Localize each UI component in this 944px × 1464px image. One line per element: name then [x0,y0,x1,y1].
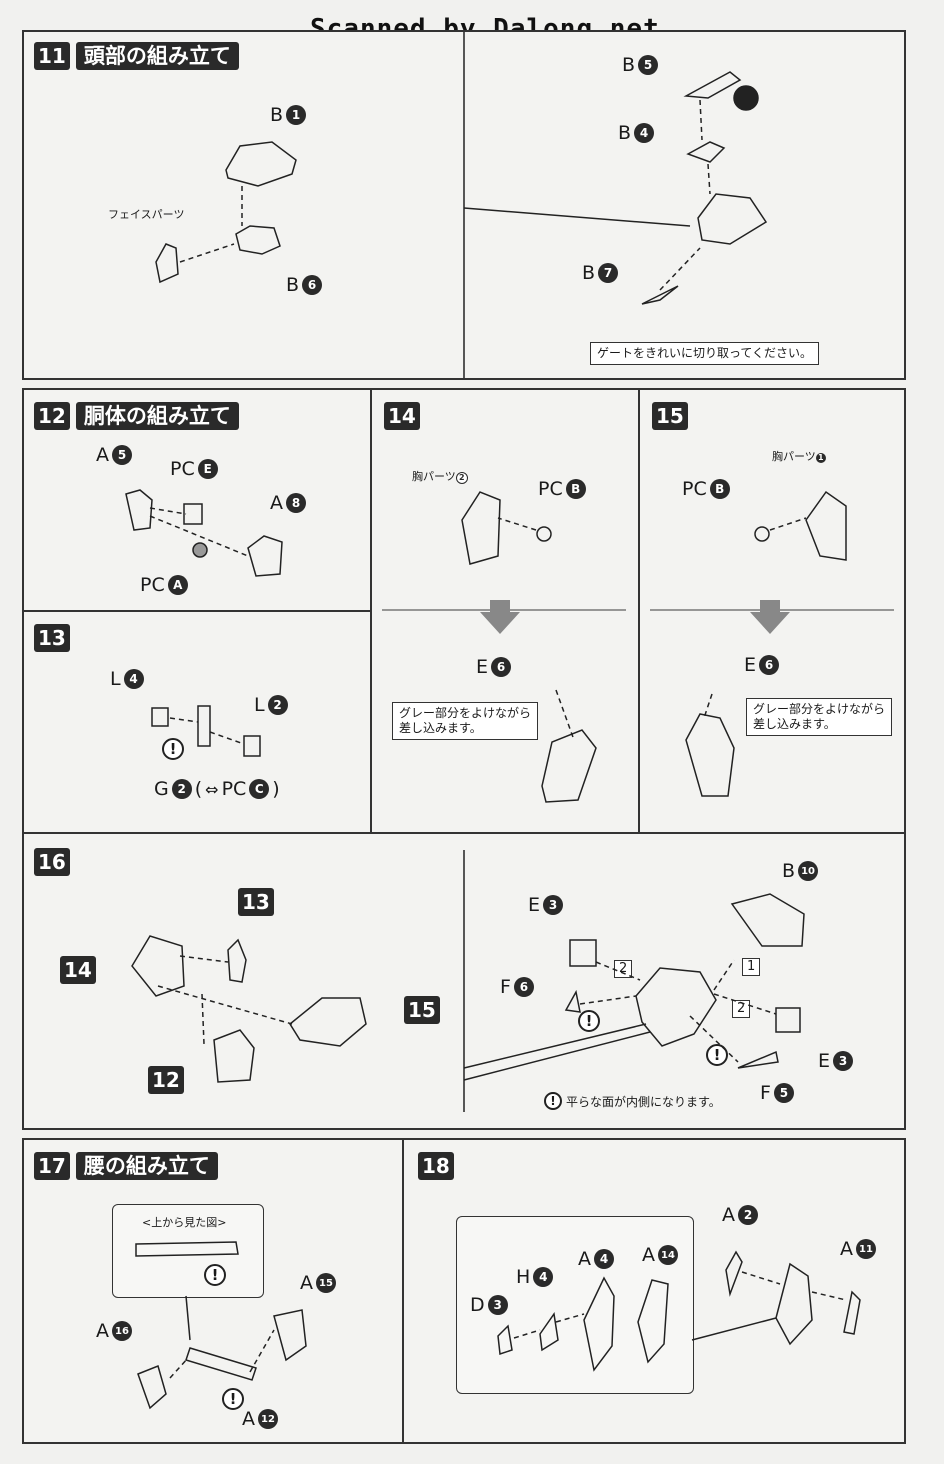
gate-cut-note: ゲートをきれいに切り取ってください。 [590,342,820,365]
caution-icon: ! [204,1264,226,1286]
step-title: 胴体の組み立て [75,402,239,430]
caution-icon: ! [162,738,184,760]
step-13-header: 13 [34,624,70,652]
step-12-header: 12 胴体の組み立て [34,402,239,430]
gray-avoid-note: グレー部分をよけながら差し込みます。 [392,702,539,740]
flat-side-note: ! 平らな面が内側になります。 [544,1092,721,1110]
step-14-header: 14 [384,402,420,430]
step-16-header: 16 [34,848,70,876]
caution-icon: ! [578,1010,600,1032]
caution-icon: ! [544,1092,562,1110]
step-number: 18 [418,1152,454,1180]
top-view-frame [112,1204,264,1298]
step-number: 11 [34,42,70,70]
face-parts-label: フェイスパーツ [108,208,185,221]
order-marker-1: 1 [742,958,761,976]
step-number: 16 [34,848,70,876]
swap-icon: ⇔ [205,779,219,799]
step-number: 17 [34,1152,70,1180]
step-number: 14 [384,402,420,430]
top-view-label: <上から見た図> [142,1216,227,1229]
step-number: 13 [34,624,70,652]
ref-step-14: 14 [60,956,96,984]
step-number: 12 [34,402,70,430]
gray-avoid-note: グレー部分をよけながら差し込みます。 [746,698,893,736]
order-marker-2-right: 2 [732,1000,751,1018]
ref-step-12: 12 [148,1066,184,1094]
ref-step-13: 13 [238,888,274,916]
step-17-header: 17 腰の組み立て [34,1152,218,1180]
step-18-header: 18 [418,1152,454,1180]
step-title: 頭部の組み立て [75,42,239,70]
step-15-header: 15 [652,402,688,430]
step-number: 15 [652,402,688,430]
ref-step-15: 15 [404,996,440,1024]
caution-icon: ! [706,1044,728,1066]
step-title: 腰の組み立て [75,1152,218,1180]
step-11-header: 11 頭部の組み立て [34,42,239,70]
caution-icon: ! [222,1388,244,1410]
